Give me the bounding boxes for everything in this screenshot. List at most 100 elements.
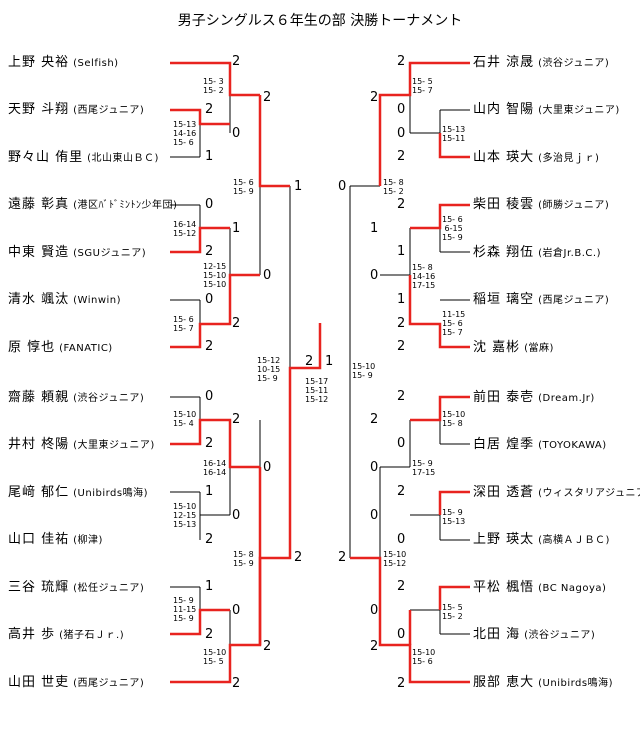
player-club: (Dream.Jr) bbox=[538, 393, 595, 404]
player-name: 白居 煌季 bbox=[473, 437, 535, 452]
match-result: 2 bbox=[205, 102, 214, 117]
player-name: 服部 恵大 bbox=[473, 675, 535, 690]
set-score: 15- 3 15- 2 bbox=[203, 77, 224, 95]
player-club: (Unibirds鳴海) bbox=[73, 488, 148, 499]
match-result: 2 bbox=[397, 149, 406, 164]
match-result: 2 bbox=[263, 639, 272, 654]
match-result: 0 bbox=[232, 603, 241, 618]
left-player-3: 野々山 侑里(北山東山ＢＣ) bbox=[8, 150, 159, 167]
player-name: 野々山 侑里 bbox=[8, 150, 84, 165]
right-player-7: 沈 嘉彬(當麻) bbox=[473, 340, 554, 357]
set-score: 12-15 15-10 15-10 bbox=[203, 262, 227, 289]
set-score: 15- 9 15-13 bbox=[442, 508, 466, 526]
left-player-12: 三谷 琉輝(松任ジュニア) bbox=[8, 580, 144, 597]
player-club: (當麻) bbox=[524, 343, 554, 354]
player-club: (西尾ジュニア) bbox=[73, 105, 145, 116]
player-name: 稲垣 璃空 bbox=[473, 292, 535, 307]
player-club: (高横ＡＪＢＣ) bbox=[538, 535, 610, 546]
left-player-1: 上野 央裕(Selfish) bbox=[8, 55, 119, 72]
player-club: (猪子石Ｊｒ.) bbox=[59, 630, 125, 641]
set-score: 15-10 15- 8 bbox=[442, 410, 466, 428]
player-name: 高井 歩 bbox=[8, 627, 56, 642]
match-result: 1 bbox=[205, 579, 214, 594]
match-result: 1 bbox=[370, 221, 379, 236]
right-player-13: 北田 海(渋谷ジュニア) bbox=[473, 627, 595, 644]
right-player-12: 平松 楓悟(BC Nagoya) bbox=[473, 580, 606, 597]
match-result: 2 bbox=[294, 550, 303, 565]
set-score: 15-13 14-16 15- 6 bbox=[173, 120, 197, 147]
player-name: 尾﨑 郁仁 bbox=[8, 485, 70, 500]
player-name: 中東 賢造 bbox=[8, 245, 70, 260]
right-player-8: 前田 泰壱(Dream.Jr) bbox=[473, 390, 595, 407]
player-club: (師勝ジュニア) bbox=[538, 200, 610, 211]
match-result: 2 bbox=[305, 354, 314, 369]
match-result: 2 bbox=[397, 484, 406, 499]
match-result: 0 bbox=[338, 179, 347, 194]
bracket-lines-black bbox=[170, 95, 470, 645]
right-player-5: 杉森 翔伍(岩倉Jr.B.C.) bbox=[473, 245, 601, 262]
set-score: 15-10 15- 6 bbox=[412, 648, 436, 666]
left-player-8: 齋藤 頼親(渋谷ジュニア) bbox=[8, 390, 144, 407]
match-result: 0 bbox=[232, 508, 241, 523]
player-name: 沈 嘉彬 bbox=[473, 340, 521, 355]
player-club: (港区ﾊﾞﾄﾞﾐﾝﾄﾝ少年団) bbox=[73, 200, 178, 211]
player-name: 山内 智陽 bbox=[473, 102, 535, 117]
player-name: 平松 楓悟 bbox=[473, 580, 535, 595]
player-club: (ウィスタリアジュニア) bbox=[538, 488, 640, 499]
player-club: (多治見ｊｒ) bbox=[538, 153, 600, 164]
player-club: (西尾ジュニア) bbox=[73, 678, 145, 689]
match-result: 0 bbox=[397, 126, 406, 141]
match-result: 0 bbox=[397, 532, 406, 547]
match-result: 2 bbox=[397, 339, 406, 354]
player-name: 北田 海 bbox=[473, 627, 521, 642]
match-result: 1 bbox=[397, 244, 406, 259]
page-title: 男子シングルス６年生の部 決勝トーナメント bbox=[177, 13, 463, 29]
match-result: 2 bbox=[397, 54, 406, 69]
player-club: (Selfish) bbox=[73, 58, 119, 69]
match-result: 1 bbox=[294, 179, 303, 194]
set-score: 15-10 15- 4 bbox=[173, 410, 197, 428]
set-score: 15- 6 15- 9 bbox=[233, 178, 254, 196]
match-result: 0 bbox=[397, 102, 406, 117]
set-score: 15- 9 11-15 15- 9 bbox=[173, 596, 197, 623]
player-club: (FANATIC) bbox=[59, 343, 113, 354]
player-club: (TOYOKAWA) bbox=[538, 440, 607, 451]
match-result: 2 bbox=[338, 550, 347, 565]
player-name: 深田 透蒼 bbox=[473, 485, 535, 500]
left-player-4: 遠藤 彰真(港区ﾊﾞﾄﾞﾐﾝﾄﾝ少年団) bbox=[8, 197, 177, 214]
match-result: 2 bbox=[232, 412, 241, 427]
set-score: 15-10 15- 5 bbox=[203, 648, 227, 666]
player-name: 天野 斗翔 bbox=[8, 102, 70, 117]
player-club: (渋谷ジュニア) bbox=[538, 58, 610, 69]
player-club: (Unibirds鳴海) bbox=[538, 678, 613, 689]
match-result: 2 bbox=[205, 627, 214, 642]
set-score: 15-13 15-11 bbox=[442, 125, 466, 143]
left-player-6: 清水 颯汰(Winwin) bbox=[8, 292, 121, 309]
match-result: 2 bbox=[205, 244, 214, 259]
right-player-11: 上野 瑛太(高横ＡＪＢＣ) bbox=[473, 532, 610, 549]
player-name: 上野 瑛太 bbox=[473, 532, 535, 547]
left-player-13: 高井 歩(猪子石Ｊｒ.) bbox=[8, 627, 124, 644]
match-result: 1 bbox=[205, 149, 214, 164]
set-score: 15- 9 17-15 bbox=[412, 459, 436, 477]
set-score: 15- 6 6-15 15- 9 bbox=[442, 215, 463, 242]
set-score: 15- 8 15- 9 bbox=[233, 550, 254, 568]
left-player-5: 中東 賢造(SGUジュニア) bbox=[8, 245, 146, 262]
player-name: 山本 瑛大 bbox=[473, 150, 535, 165]
set-score: 15- 5 15- 7 bbox=[412, 77, 433, 95]
left-player-9: 井村 柊陽(大里東ジュニア) bbox=[8, 437, 155, 454]
player-club: (SGUジュニア) bbox=[73, 248, 147, 259]
player-club: (西尾ジュニア) bbox=[538, 295, 610, 306]
set-score: 15-10 15- 9 bbox=[352, 362, 376, 380]
match-result: 2 bbox=[232, 316, 241, 331]
match-result: 2 bbox=[205, 436, 214, 451]
match-result: 0 bbox=[370, 603, 379, 618]
match-result: 2 bbox=[205, 339, 214, 354]
set-score: 15- 6 15- 7 bbox=[173, 315, 194, 333]
right-player-1: 石井 涼晟(渋谷ジュニア) bbox=[473, 55, 609, 72]
player-club: (大里東ジュニア) bbox=[73, 440, 155, 451]
match-result: 0 bbox=[370, 460, 379, 475]
match-result: 2 bbox=[397, 316, 406, 331]
set-score: 15-17 15-11 15-12 bbox=[305, 377, 329, 404]
